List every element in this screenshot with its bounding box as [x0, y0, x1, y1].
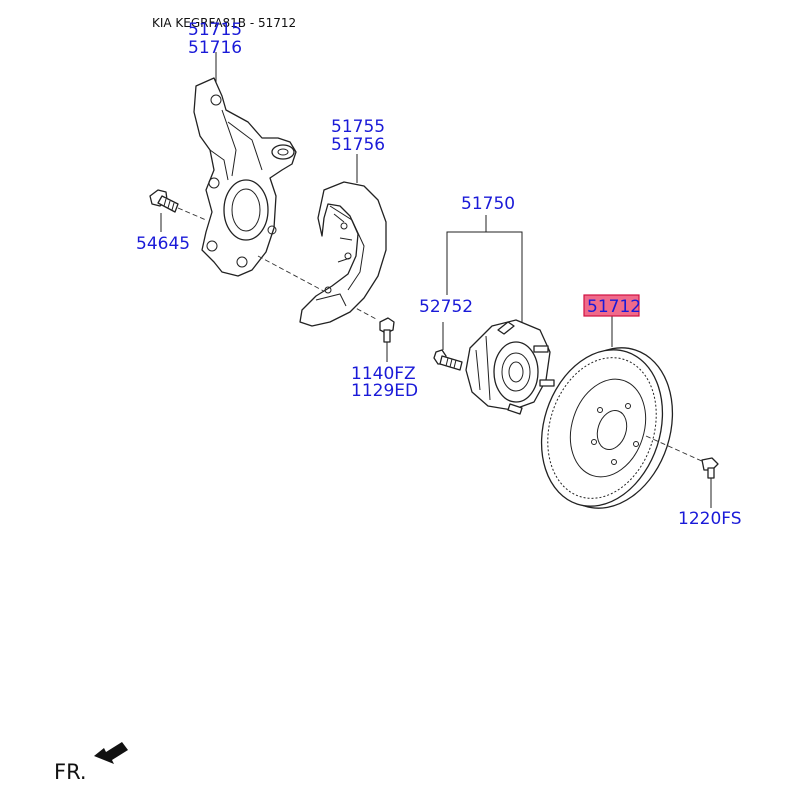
disc-screw-part [701, 457, 719, 479]
part-number-1129ED[interactable]: 1129ED [351, 381, 418, 401]
direction-label: FR. [54, 760, 87, 784]
assembly-axis-line [645, 435, 705, 463]
part-number-51712[interactable]: 51712 [587, 297, 641, 317]
diagram-header: KIA KEGRFA81B - 51712 [152, 16, 296, 30]
part-number-51756[interactable]: 51756 [331, 135, 385, 155]
brake-dust-cover-part [299, 181, 387, 327]
highlight-box [583, 294, 640, 317]
wheel-hub-bearing-part [465, 319, 555, 415]
part-number-51715[interactable]: 51715 [188, 20, 242, 40]
part-number-51750[interactable]: 51750 [461, 194, 515, 214]
hub-bolt-part [433, 349, 463, 371]
front-direction-arrow-icon [94, 742, 128, 764]
dust-cover-screw-part [379, 317, 395, 343]
assembly-axis-line [257, 255, 379, 321]
steering-knuckle-part [193, 77, 297, 277]
part-number-51716[interactable]: 51716 [188, 38, 242, 58]
part-number-1220FS[interactable]: 1220FS [678, 509, 742, 529]
part-number-1140FZ[interactable]: 1140FZ [351, 364, 416, 384]
part-number-54645[interactable]: 54645 [136, 234, 190, 254]
assembly-axis-line [177, 207, 207, 221]
knuckle-bolt-part [149, 189, 179, 213]
bracket-leader-line [446, 231, 523, 326]
part-number-52752[interactable]: 52752 [419, 297, 473, 317]
part-number-51755[interactable]: 51755 [331, 117, 385, 137]
brake-disc-part [540, 347, 674, 509]
